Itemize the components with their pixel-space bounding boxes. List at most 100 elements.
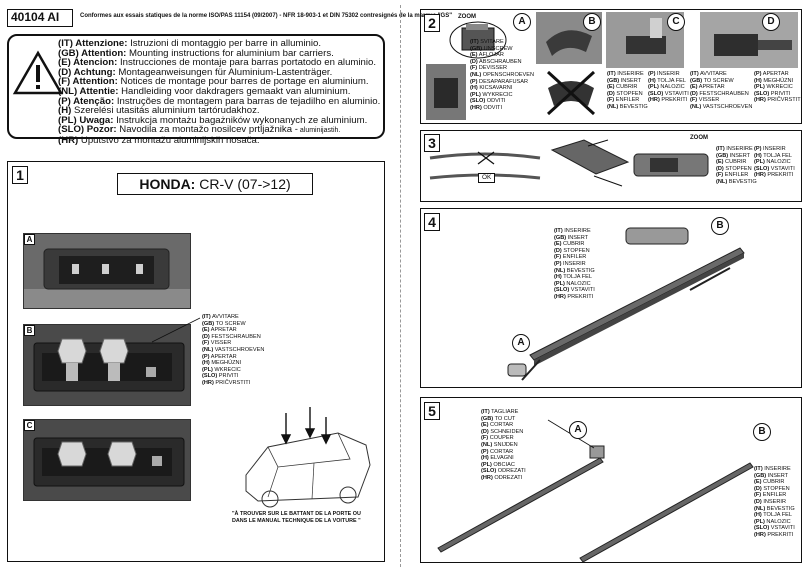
language-instruction: (PL) OBCIAC <box>481 462 526 469</box>
warning-line: (GB) Attention: Mounting instructions fo… <box>58 48 380 59</box>
vehicle-make: HONDA: <box>139 176 196 192</box>
warning-language-code: (F) Attention: <box>58 76 118 88</box>
instruction-word: TOLJA FEL <box>561 274 593 281</box>
warning-text: Notices de montage pour barres de portag… <box>117 76 369 88</box>
zoom-end-cap-illustration <box>633 153 709 177</box>
language-instruction: (D) INSERIR <box>754 499 795 506</box>
warning-text: Szerelési utasitás aluminium tartórudakh… <box>71 105 260 117</box>
language-instruction: (H) KICSAVARNI <box>470 85 534 92</box>
language-instruction: (HR) PRIČVRSTITI <box>202 380 264 387</box>
instruction-word: BEVESTIG <box>565 267 595 274</box>
instruction-word: APRETAR <box>697 84 725 91</box>
language-code: (D) <box>554 247 562 254</box>
language-code: (IT) <box>607 71 616 77</box>
step-1-panel <box>7 161 385 562</box>
step-5-letter-b: B <box>753 423 771 441</box>
language-code: (GB) <box>607 77 620 84</box>
instruction-word: ELVAGNI <box>488 455 514 462</box>
language-instruction: (E) CUBRIR <box>607 84 648 91</box>
language-instruction: (P) INSERIR <box>648 71 689 78</box>
instruction-word: WKRECIC <box>212 366 241 373</box>
vehicle-model: CR-V (07->12) <box>199 176 291 192</box>
language-instruction: (D) ABSCHRAUBEN <box>470 59 534 66</box>
language-instruction: (NL) BEVESTIG <box>716 179 757 186</box>
language-code: (PL) <box>470 91 481 98</box>
no-cover-illustration <box>546 70 596 116</box>
screw-fittings-illustration <box>24 325 190 405</box>
language-instruction: (IT) INSERIRE <box>554 228 595 235</box>
language-code: (PL) <box>481 461 492 468</box>
language-code: (D) <box>607 90 615 97</box>
vehicle-title: HONDA: CR-V (07->12) <box>117 173 313 195</box>
ok-label: OK <box>478 173 496 183</box>
language-code: (GB) <box>690 77 703 84</box>
instruction-word: AVVITARE <box>210 314 239 320</box>
instruction-word: SNIJDEN <box>492 441 518 448</box>
language-code: (NL) <box>470 71 482 78</box>
language-instruction: (PL) NALOZIC <box>754 519 795 526</box>
instruction-word: INSERT <box>566 234 589 241</box>
bar-cut-illustration <box>437 419 754 563</box>
instruction-word: BEVESTIG <box>618 103 648 110</box>
language-code: (F) <box>754 492 762 499</box>
warning-language-code: (H) <box>58 105 72 117</box>
panel2-d-language-list-1: (IT) AVVITARE(GB) TO SCREW(E) APRETAR(D)… <box>690 71 752 111</box>
instruction-word: INSERIR <box>561 260 586 267</box>
language-code: (F) <box>716 172 724 179</box>
language-code: (E) <box>716 159 724 166</box>
photo-b-label: B <box>24 325 35 336</box>
language-instruction: (F) VISSER <box>690 97 752 104</box>
warning-text: Instrukcja montażu bagażników wykonanych… <box>113 114 368 126</box>
instruction-word: STOPFEN <box>761 485 790 492</box>
instruction-word: ENFILER <box>723 172 749 179</box>
bar-insertion-illustration <box>550 139 630 187</box>
instruction-word: CORTAR <box>488 448 514 455</box>
instruction-word: TO SCREW <box>702 77 734 84</box>
instruction-word: INSERIR <box>761 146 786 152</box>
language-instruction: (SLO) ODVITI <box>470 98 534 105</box>
photo-c-label: C <box>24 420 35 431</box>
language-code: (P) <box>481 448 489 455</box>
language-code: (P) <box>648 71 656 77</box>
document-code: 40104 AI <box>7 9 73 27</box>
language-code: (SLO) <box>754 165 770 172</box>
language-code: (E) <box>202 327 210 334</box>
instruction-word: ENFILER <box>761 492 787 499</box>
instruction-word: VSTAVITI <box>663 90 689 97</box>
language-code: (E) <box>481 422 489 429</box>
language-code: (P) <box>754 71 762 77</box>
language-code: (HR) <box>554 293 566 300</box>
language-instruction: (SLO) ODREZATI <box>481 468 526 475</box>
language-instruction: (HR) PREKRITI <box>754 532 795 539</box>
step-4-number: 4 <box>424 213 440 231</box>
language-code: (IT) <box>470 39 479 45</box>
panel2-c-language-list-2: (P) INSERIR(H) TOLJA FEL(PL) NALOZIC(SLO… <box>648 71 689 104</box>
language-code: (IT) <box>554 228 563 234</box>
instruction-word: INSERIR <box>655 71 680 77</box>
photo-a-label: A <box>24 234 35 245</box>
language-code: (IT) <box>202 314 211 320</box>
page-divider <box>400 5 401 567</box>
panel2-a-language-list: (IT) SVITARE(GB) UNSCREW(E) AFLOJAR(D) A… <box>470 39 534 112</box>
instruction-word: TOLJA FEL <box>761 512 793 519</box>
language-instruction: (P) INSERIR <box>554 261 595 268</box>
instruction-word: CUBRIR <box>614 84 638 91</box>
warning-language-code: (PL) Uwaga: <box>58 114 114 126</box>
language-code: (IT) <box>690 71 699 77</box>
language-code: (H) <box>481 455 489 462</box>
language-instruction: (IT) SVITARE <box>470 39 534 46</box>
language-code: (P) <box>470 78 478 85</box>
language-instruction: (P) CORTAR <box>481 449 526 456</box>
language-code: (HR) <box>754 97 766 104</box>
foot-photo <box>426 64 466 120</box>
warning-language-code: (NL) Attentie: <box>58 85 119 97</box>
instruction-word: ODREZATI <box>496 468 526 475</box>
instruction-word: TAGLIARE <box>489 409 519 415</box>
warning-text: Montageanweisungen für Aluminium-Lastent… <box>115 66 333 78</box>
warning-text: Uputstvo za montažu aluminijskih nosača. <box>78 134 260 146</box>
caption-line-1: "À TROUVER SUR LE BATTANT DE LA PORTE OU <box>232 511 361 517</box>
instruction-word: BEVESTIG <box>727 178 757 185</box>
language-instruction: (HR) PREKRITI <box>554 294 595 301</box>
language-code: (F) <box>481 435 489 442</box>
language-code: (D) <box>716 165 724 172</box>
